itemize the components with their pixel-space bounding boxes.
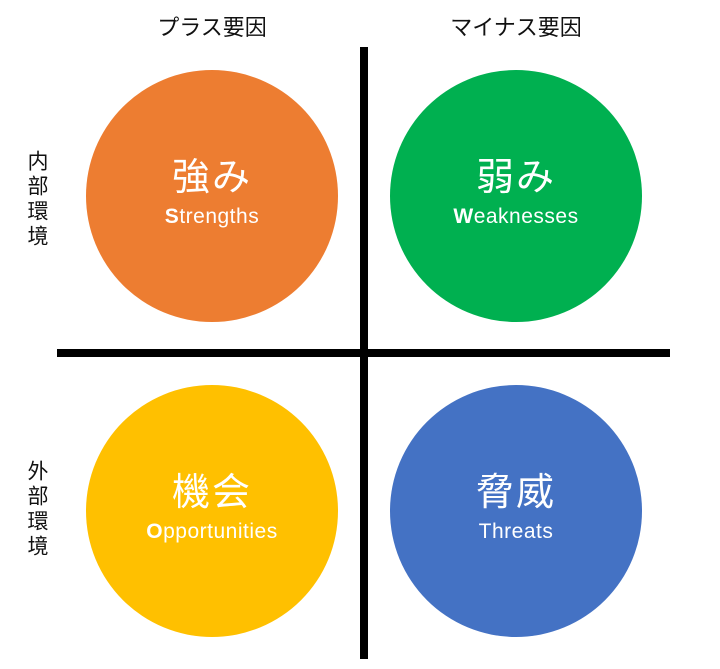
opportunities-title-en: Opportunities	[146, 520, 278, 543]
strengths-circle: 強み Strengths	[86, 70, 338, 322]
opportunities-title-jp: 機会	[171, 470, 252, 514]
threats-title-en: Threats	[478, 520, 554, 543]
strengths-title-jp: 強み	[171, 155, 252, 199]
weaknesses-title-en: Weaknesses	[453, 205, 579, 228]
header-positive-factors: プラス要因	[157, 16, 267, 41]
opportunities-circle: 機会 Opportunities	[86, 385, 338, 637]
label-external-environment: 外部環境	[25, 460, 49, 560]
header-negative-factors: マイナス要因	[450, 16, 582, 41]
vertical-axis-line	[360, 47, 368, 659]
threats-circle: 脅威 Threats	[390, 385, 642, 637]
threats-title-jp: 脅威	[475, 470, 556, 514]
weaknesses-circle: 弱み Weaknesses	[390, 70, 642, 322]
weaknesses-title-jp: 弱み	[475, 155, 556, 199]
strengths-title-en: Strengths	[164, 205, 260, 228]
label-internal-environment: 内部環境	[25, 150, 49, 250]
